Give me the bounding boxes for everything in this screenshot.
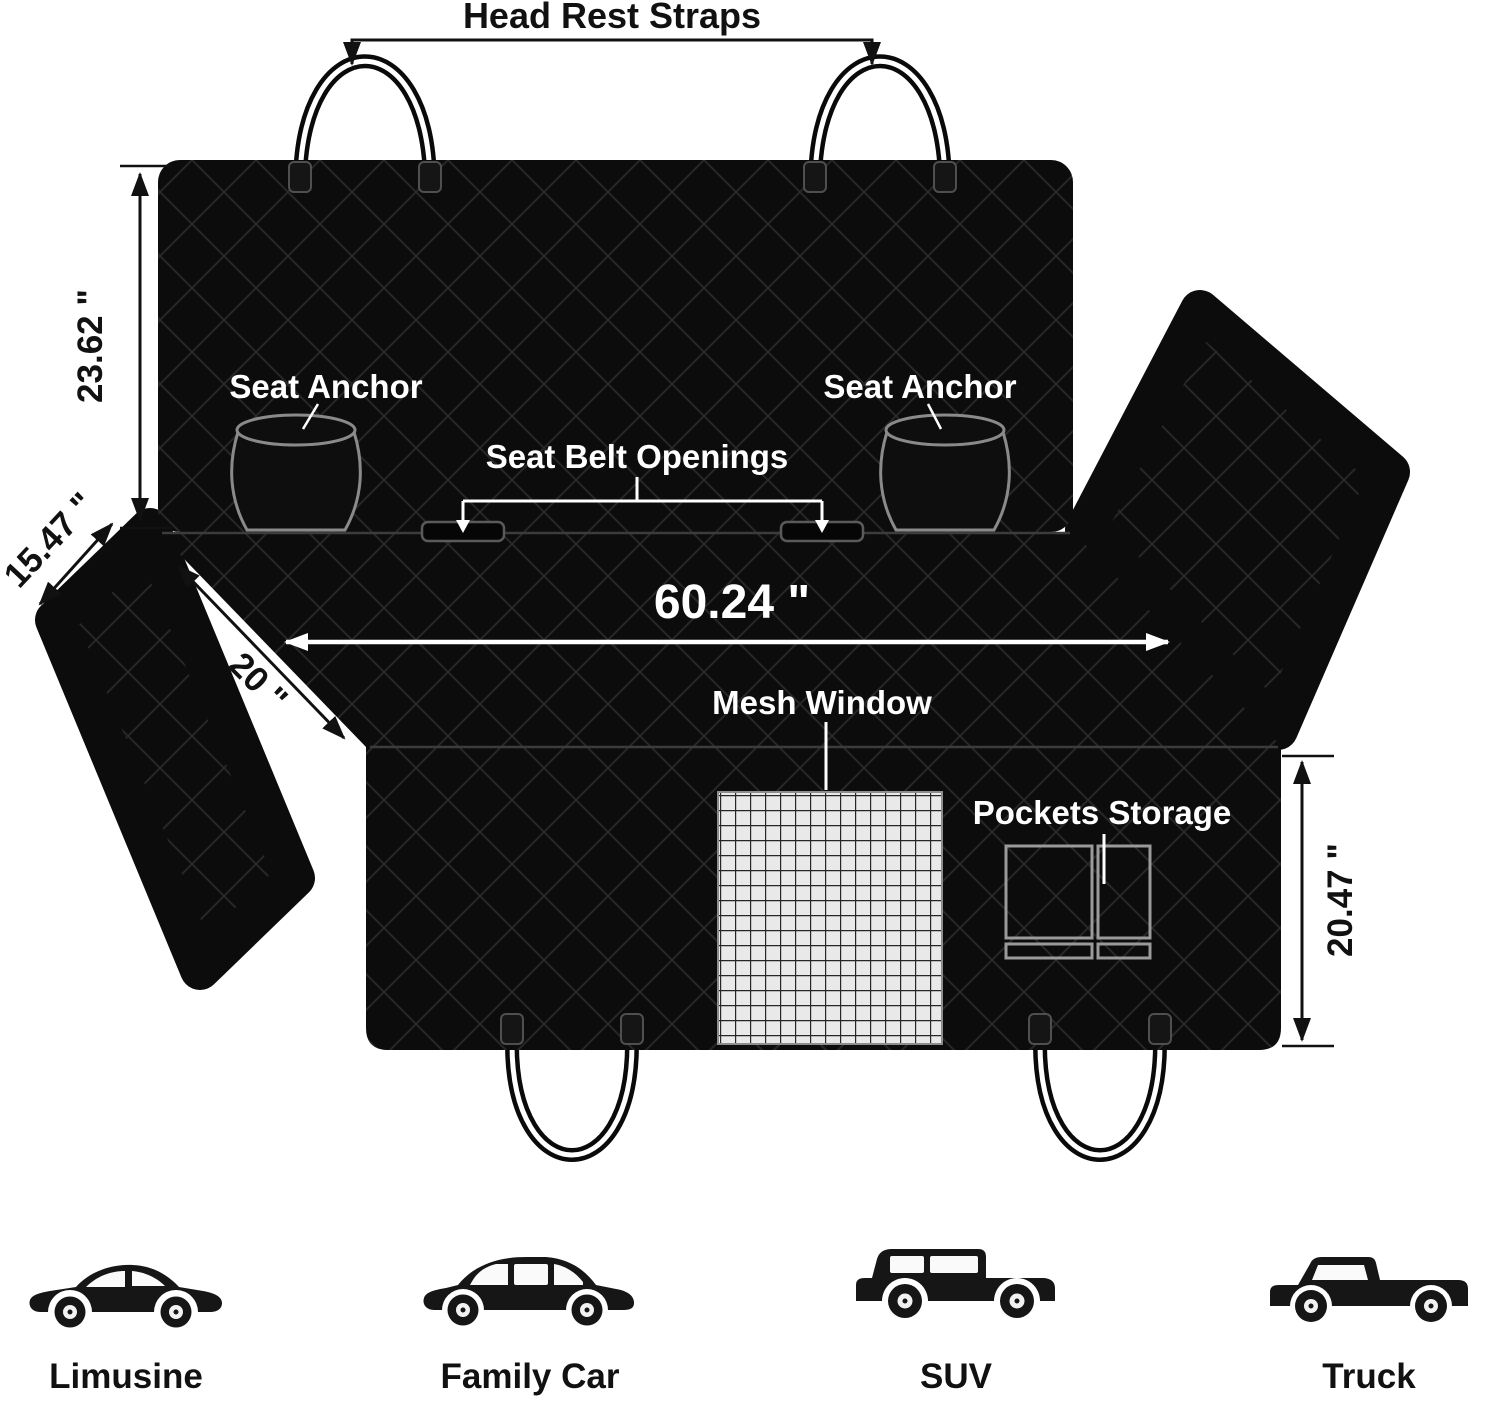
dim-cover-width-label: 60.24 " [654,576,810,629]
dim-back-height-arrow [120,164,172,530]
dim-flap-length-arrow [176,564,346,740]
strap-tabs-bottom [500,1013,1172,1045]
leader-arrowhead-belt-left [456,520,470,533]
mesh-window [717,791,943,1045]
dim-flap-width-arrow [38,522,114,606]
vehicle-family-car-icon [423,1257,634,1326]
vehicle-truck-icon [1270,1257,1468,1322]
seat-anchor-right [879,413,1011,532]
seat-belt-openings-label: Seat Belt Openings [486,438,789,475]
head-rest-straps-bracket [343,38,881,66]
seat-anchor-left [230,413,362,532]
head-rest-straps-label: Head Rest Straps [463,0,761,36]
pockets-storage-label: Pockets Storage [973,794,1232,831]
vehicle-suv-label: SUV [920,1357,993,1396]
dim-back-height-label: 23.62 " [71,289,110,403]
right-side-flap [1065,290,1410,750]
seat-anchor-right-label: Seat Anchor [823,368,1016,405]
leader-seat-belt-openings [461,477,824,522]
bottom-strap-left [505,1043,639,1162]
cover-back-panel [158,160,1073,532]
pockets-storage [1004,844,1152,960]
strap-tabs-top [288,161,957,193]
vehicle-family-car-label: Family Car [441,1357,620,1396]
dim-front-height-label: 20.47 " [1321,843,1360,957]
leader-arrowhead-belt-right [815,520,829,533]
mesh-window-label: Mesh Window [712,684,932,721]
leader-seat-anchor-right [926,403,943,430]
vehicle-truck-label: Truck [1322,1357,1416,1396]
vehicle-limousine-label: Limusine [49,1357,203,1396]
seat-anchor-left-label: Seat Anchor [229,368,422,405]
bottom-strap-right [1033,1043,1167,1162]
leader-seat-anchor-left [301,403,320,430]
vehicle-suv-icon [856,1249,1055,1318]
dim-front-height-arrow [1282,754,1334,1048]
vehicle-limousine-icon [29,1264,223,1328]
